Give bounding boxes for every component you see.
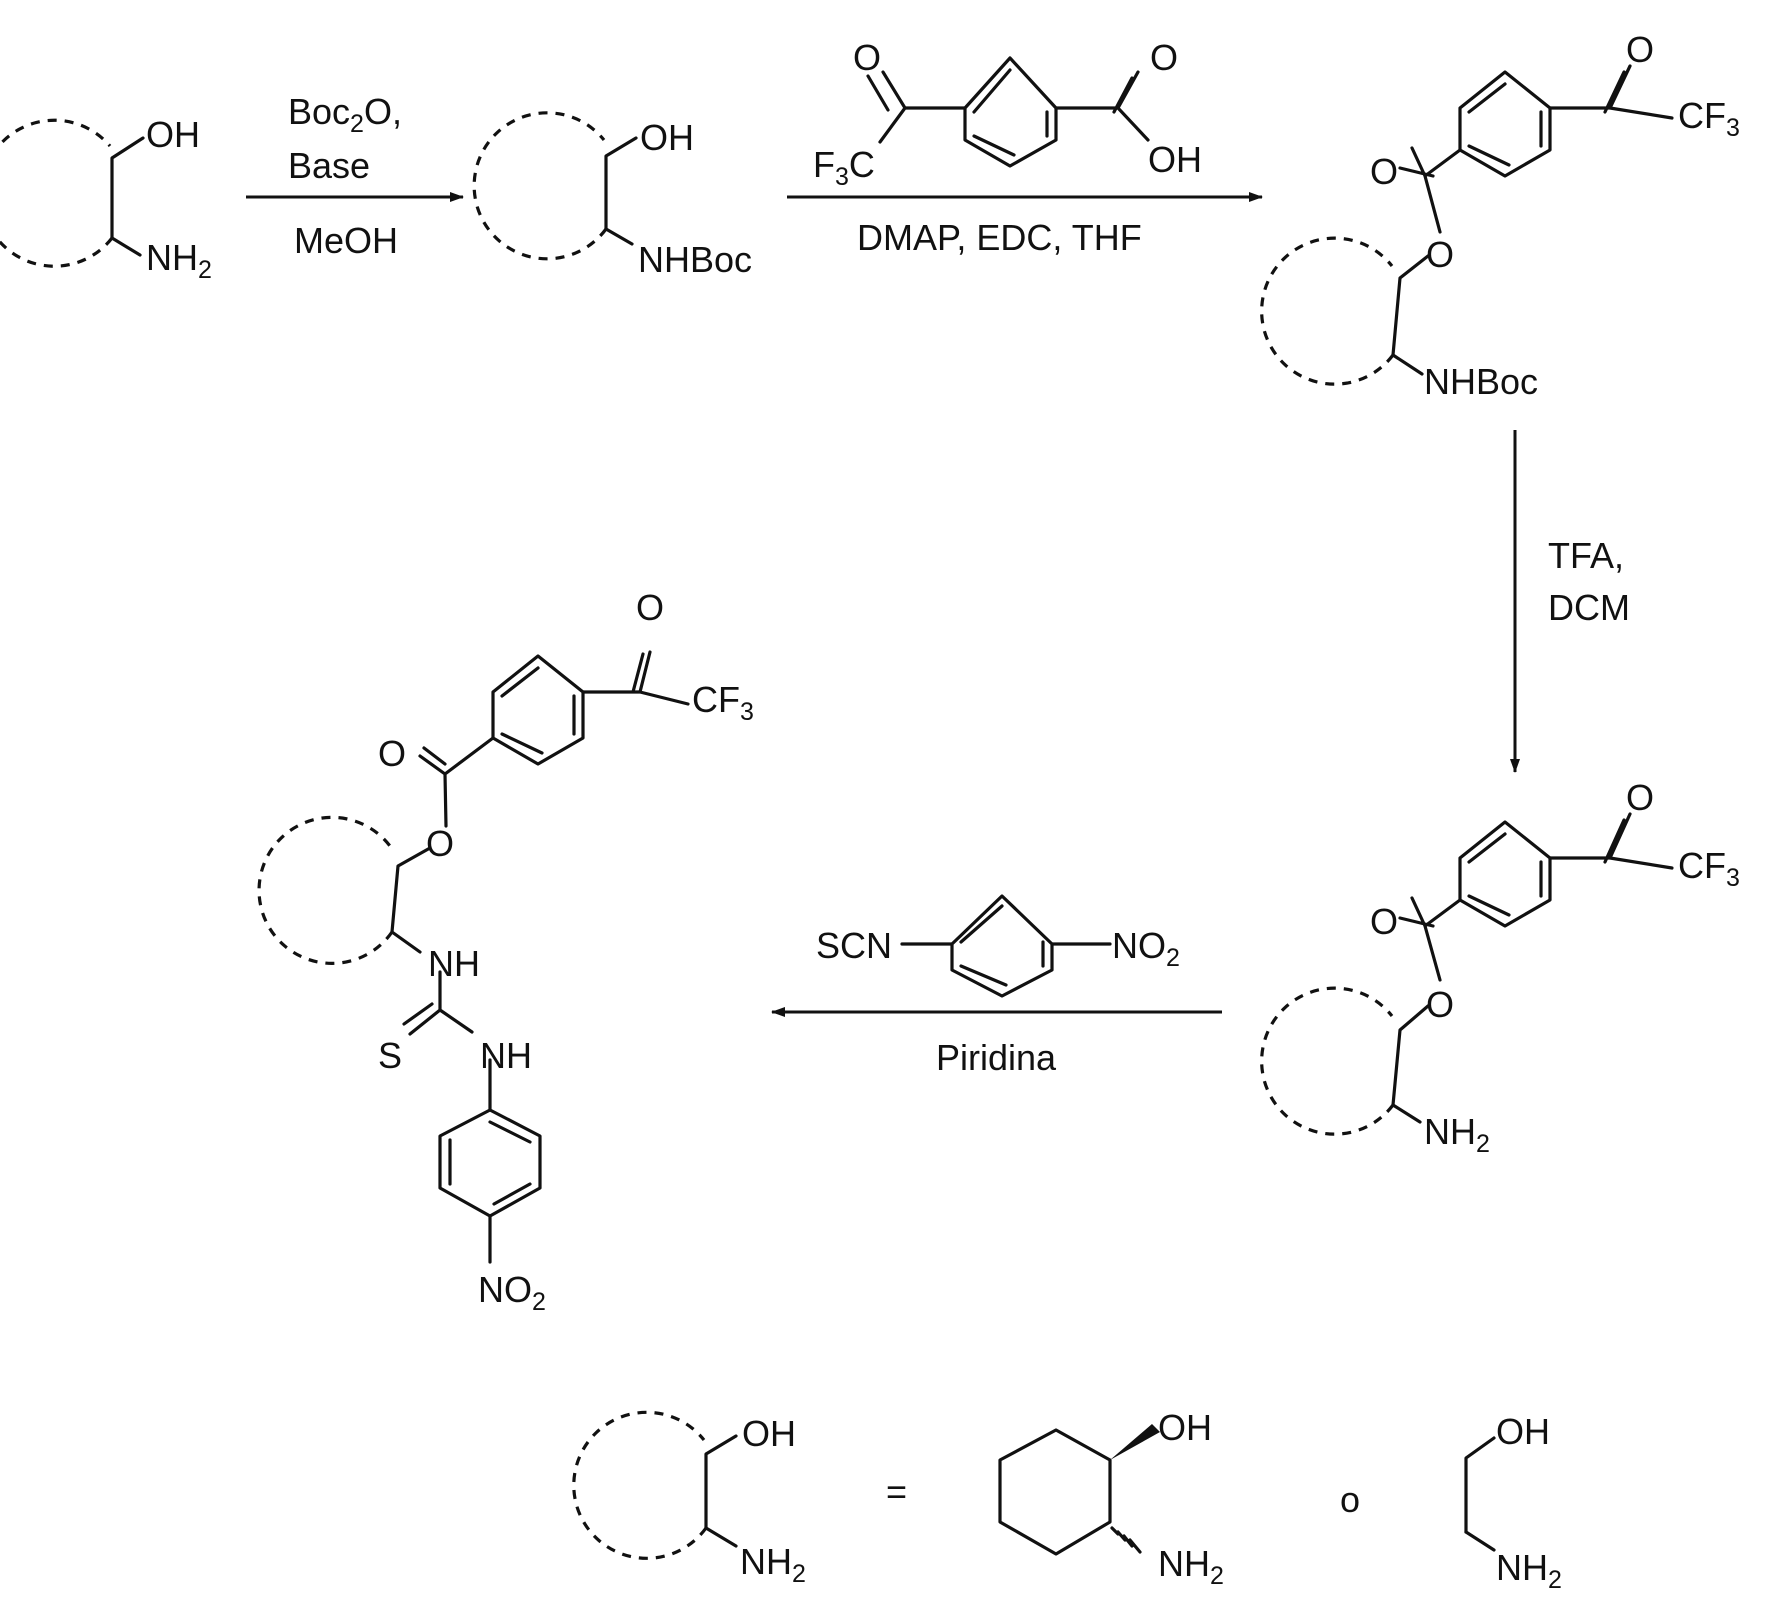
svg-text:O: O	[378, 733, 406, 774]
dashed-ring	[1262, 988, 1393, 1134]
svg-text:O: O	[1626, 29, 1654, 70]
conditions-dmap-edc-thf: DMAP, EDC, THF	[857, 217, 1142, 258]
label-no2: NO2	[478, 1269, 546, 1316]
label-oh: OH	[146, 114, 200, 155]
compound-boc-ester: O CF3 O O NHBoc	[1262, 29, 1740, 402]
label-scn: SCN	[816, 925, 892, 966]
label-nh2: NH2	[1496, 1547, 1562, 1594]
reagent-trifluoroacetylbenzoic-acid: O O OH F3C	[813, 37, 1202, 191]
compound-amino-alcohol: OH NH2	[0, 114, 212, 284]
reaction-arrow-step1: Boc2O, Base MeOH	[246, 91, 463, 261]
legend-generic-scaffold: OH NH2	[574, 1412, 806, 1588]
label-no2: NO2	[1112, 925, 1180, 972]
label-s: S	[378, 1035, 402, 1076]
label-nh: NH	[480, 1035, 532, 1076]
dashed-ring	[574, 1412, 706, 1558]
dashed-ring	[0, 120, 112, 266]
label-oh: OH	[1496, 1411, 1550, 1452]
svg-text:OH: OH	[1148, 139, 1202, 180]
label-oh: OH	[1158, 1407, 1212, 1448]
solvent-meoh: MeOH	[294, 220, 398, 261]
solvent-piridina: Piridina	[936, 1037, 1057, 1078]
svg-text:O: O	[426, 823, 454, 864]
svg-text:O: O	[1150, 37, 1178, 78]
reaction-arrow-step3: TFA, DCM	[1515, 430, 1630, 772]
label-oh: OH	[742, 1413, 796, 1454]
reagent-tfa: TFA,	[1548, 535, 1624, 576]
wedge-bond	[1110, 1424, 1160, 1460]
label-nh2: NH2	[1424, 1111, 1490, 1158]
label-cf3: CF3	[692, 679, 754, 726]
hash-bond	[1112, 1528, 1140, 1552]
svg-text:O: O	[1426, 984, 1454, 1025]
label-cf3: CF3	[1678, 845, 1740, 892]
solvent-dcm: DCM	[1548, 587, 1630, 628]
reaction-arrow-step4: SCN NO2 Piridina	[772, 896, 1222, 1078]
svg-text:O: O	[1426, 234, 1454, 275]
dashed-ring	[259, 817, 392, 963]
svg-text:O: O	[1626, 777, 1654, 818]
svg-text:O: O	[636, 587, 664, 628]
reaction-arrow-step2: O O OH F3C DMAP, EDC, THF	[787, 37, 1262, 258]
compound-amine-ester: O CF3 O O NH2	[1262, 777, 1740, 1158]
dashed-ring	[1262, 238, 1393, 384]
label-nhboc: NHBoc	[1424, 361, 1538, 402]
legend-aminoethanol: OH NH2	[1466, 1411, 1562, 1594]
compound-thiourea-product: O CF3 O O NH S NH NO2	[259, 587, 754, 1316]
label-nh: NH	[428, 943, 480, 984]
legend-aminocyclohexanol: OH NH2	[1000, 1407, 1224, 1590]
reagent-boc2o: Boc2O,	[288, 91, 402, 138]
svg-text:O: O	[853, 37, 881, 78]
label-f3c: F3C	[813, 144, 875, 191]
svg-text:O: O	[1370, 151, 1398, 192]
compound-nboc-amino-alcohol: OH NHBoc	[474, 113, 752, 280]
label-oh: OH	[640, 117, 694, 158]
equals-sign: =	[886, 1471, 907, 1512]
or-word: o	[1340, 1479, 1360, 1520]
svg-text:O: O	[1370, 901, 1398, 942]
dashed-ring	[474, 113, 606, 259]
reagent-base: Base	[288, 145, 370, 186]
label-nh2: NH2	[146, 237, 212, 284]
reagent-nitrophenyl-isothiocyanate: SCN NO2	[816, 896, 1180, 996]
label-nh2: NH2	[740, 1541, 806, 1588]
label-cf3: CF3	[1678, 95, 1740, 142]
label-nh2: NH2	[1158, 1543, 1224, 1590]
label-nhboc: NHBoc	[638, 239, 752, 280]
